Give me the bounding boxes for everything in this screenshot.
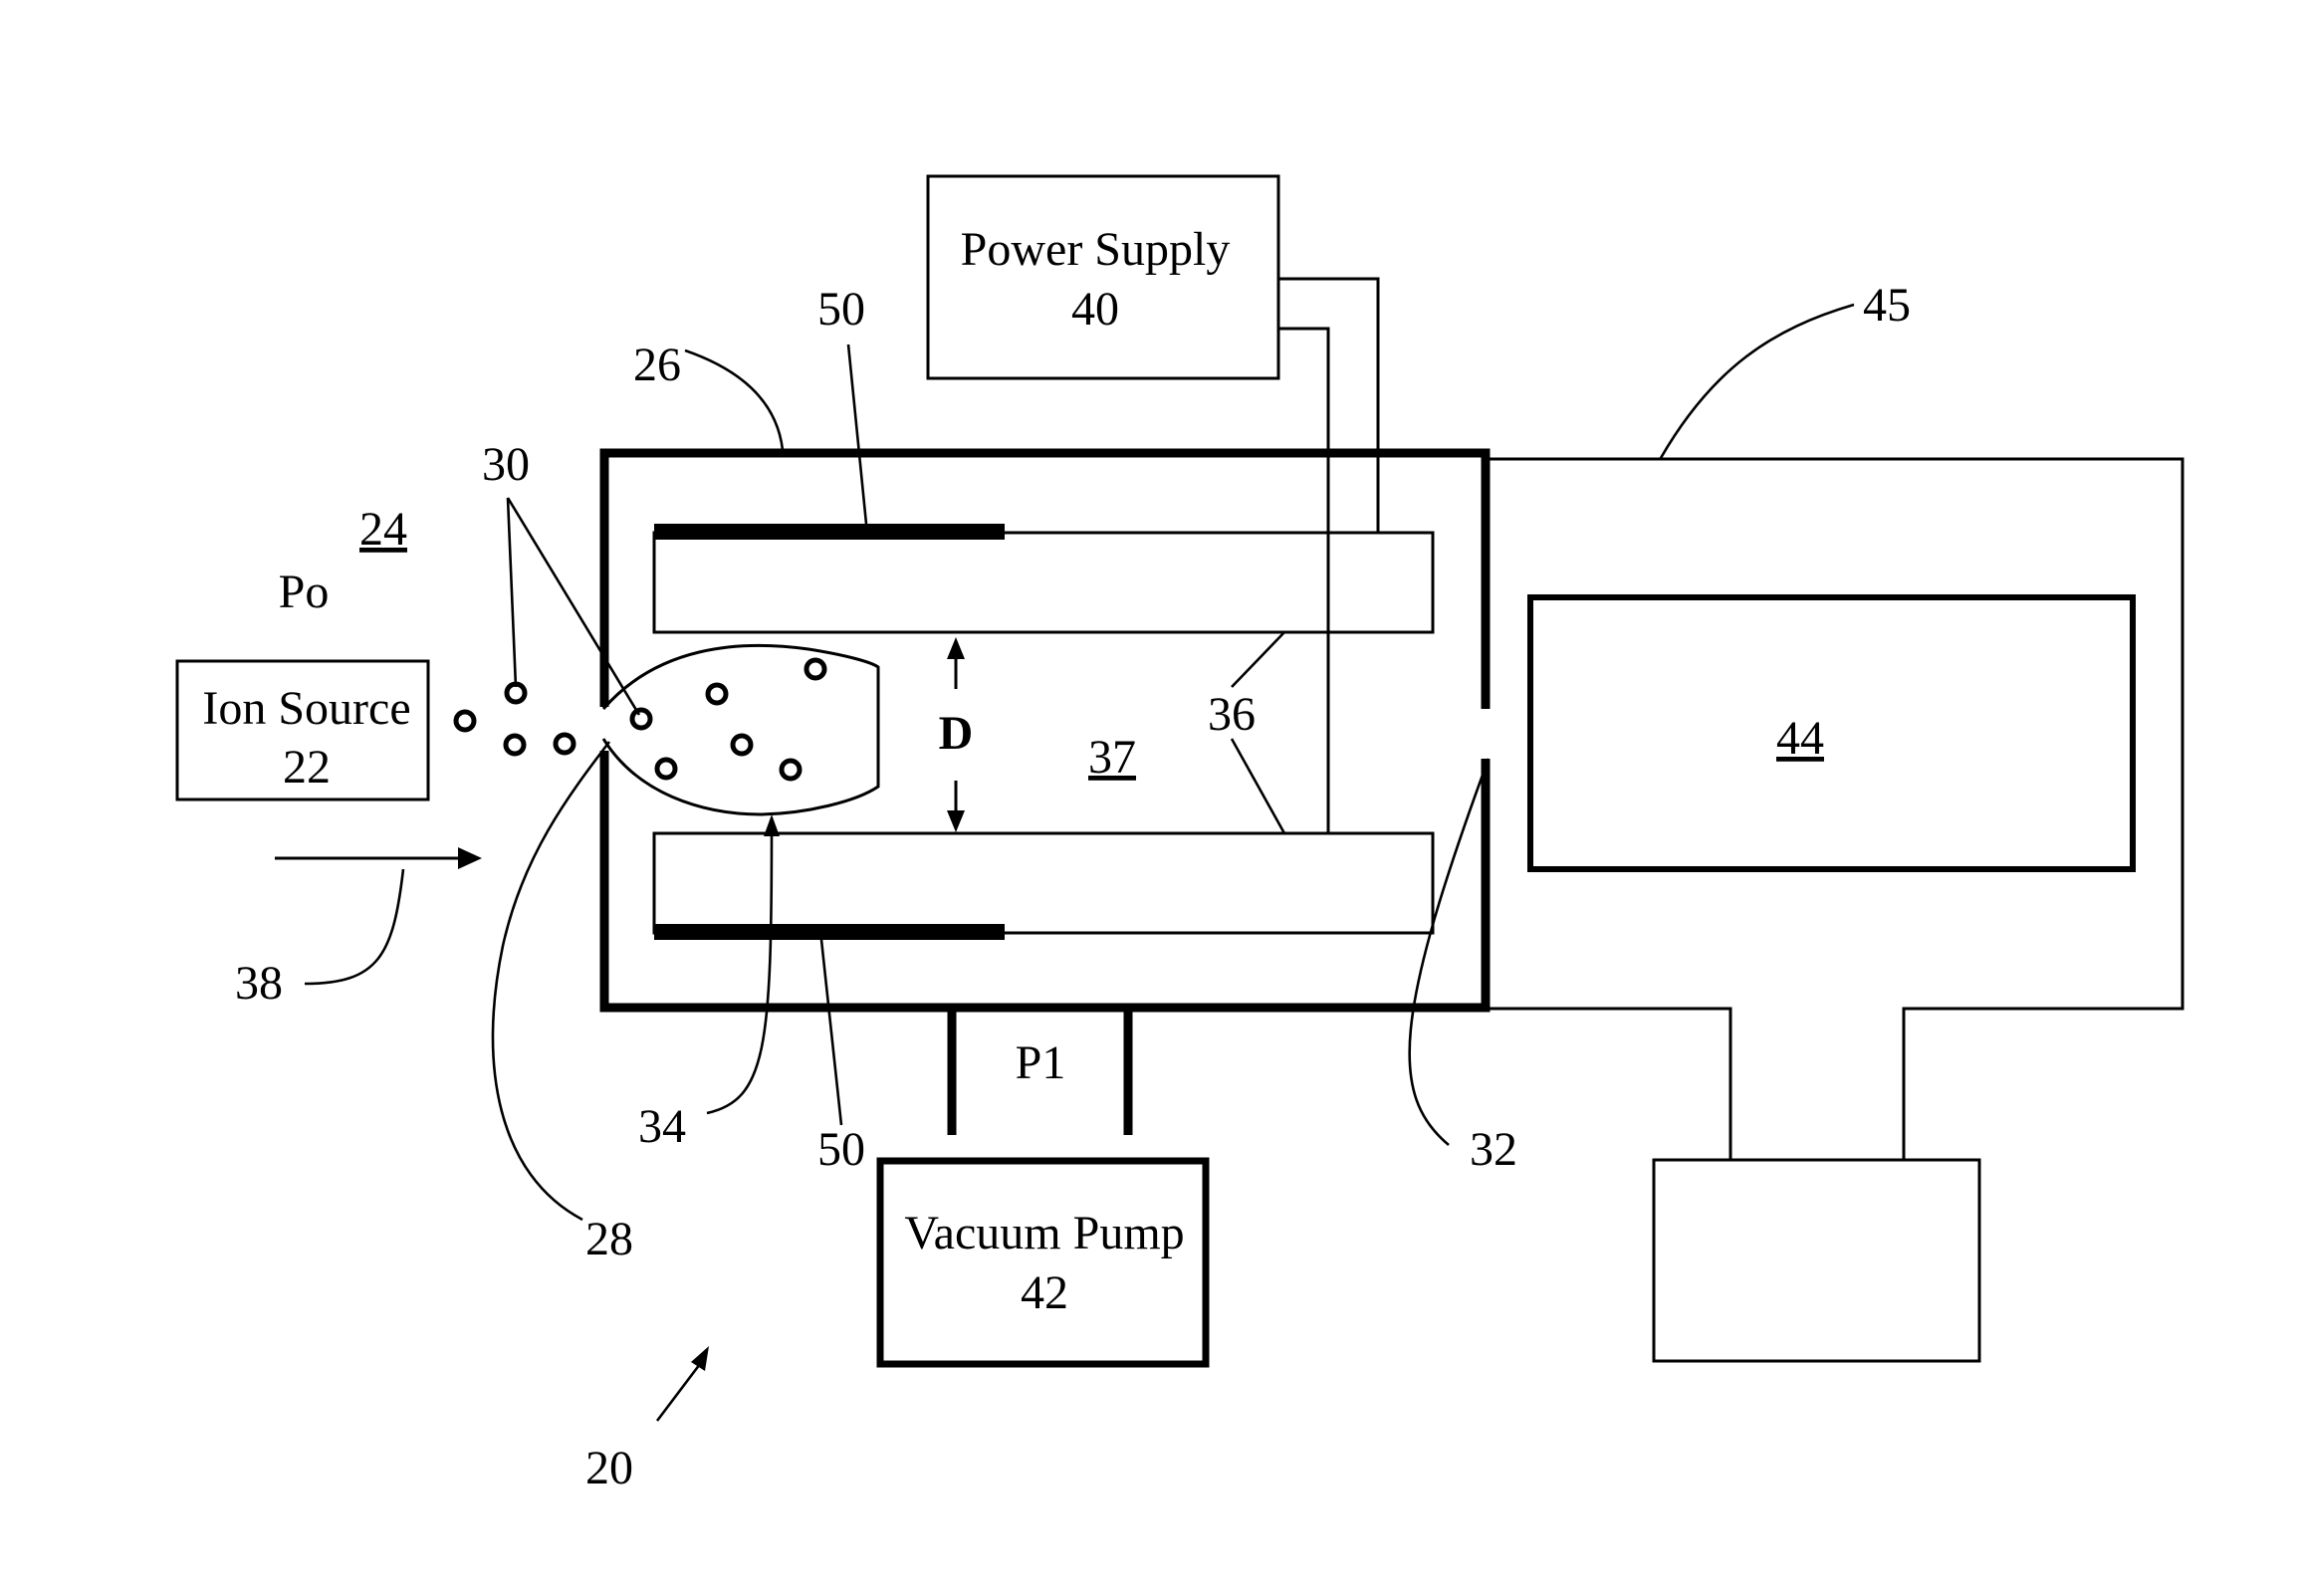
- vacuum-pump-ref: 42: [1021, 1266, 1068, 1319]
- leader-36-upper: [1232, 632, 1284, 687]
- ref-26: 26: [633, 339, 681, 391]
- leader-28: [493, 742, 609, 1220]
- upper-insulator-layer: [654, 524, 1005, 540]
- trap-chamber-wall: [604, 453, 1486, 1135]
- ref-34: 34: [638, 1100, 686, 1153]
- detector-enclosure-wall-bottom-left: [1486, 1009, 1730, 1160]
- pressure-outside-label: Po: [279, 566, 330, 618]
- ion: [456, 712, 474, 730]
- power-lead-lower-plate: [1278, 329, 1328, 833]
- power-supply-title: Power Supply: [961, 223, 1231, 276]
- region-ref-24: 24: [359, 503, 407, 556]
- ion: [556, 735, 574, 753]
- vacuum-pump-box: [880, 1161, 1206, 1364]
- upper-trap-plate: [654, 533, 1433, 632]
- leader-26: [685, 350, 783, 450]
- gap-label: D: [939, 707, 974, 760]
- detector-box: [1530, 597, 2133, 869]
- ion: [632, 710, 650, 728]
- leader-30-b: [508, 498, 639, 715]
- ion: [733, 736, 751, 754]
- ion-source-title: Ion Source: [202, 682, 410, 735]
- detector-enclosure-wall: [1486, 459, 2183, 1160]
- auxiliary-box: [1654, 1160, 1979, 1361]
- pressure-chamber-label: P1: [1016, 1036, 1066, 1089]
- ref-45: 45: [1863, 279, 1911, 332]
- leader-38: [305, 869, 403, 984]
- leader-50-lower: [821, 940, 841, 1125]
- beam-direction-arrowhead: [458, 847, 482, 869]
- trap-region-ref-37: 37: [1088, 731, 1136, 784]
- ref-28: 28: [585, 1213, 633, 1265]
- pointer-20-arrowhead: [691, 1346, 709, 1371]
- leader-32: [1410, 759, 1489, 1145]
- ref-30: 30: [482, 438, 530, 491]
- vacuum-pump-title: Vacuum Pump: [904, 1207, 1184, 1259]
- ref-38: 38: [235, 957, 283, 1010]
- ion: [782, 761, 800, 779]
- ref-36-upper: 36: [1208, 688, 1256, 741]
- power-supply-ref: 40: [1071, 283, 1119, 336]
- ion-source-ref: 22: [283, 741, 331, 794]
- leader-50-upper: [848, 344, 866, 524]
- ref-50-upper: 50: [817, 283, 865, 336]
- detector-ref: 44: [1776, 712, 1824, 765]
- ref-20: 20: [585, 1442, 633, 1494]
- ion: [806, 660, 824, 678]
- exit-aperture: [1481, 709, 1493, 759]
- ion: [657, 760, 675, 778]
- ion-cloud-outline: [603, 645, 878, 814]
- ion: [708, 685, 726, 703]
- ion: [506, 736, 524, 754]
- ref-50-lower: 50: [817, 1123, 865, 1176]
- leader-34-arrowhead: [764, 814, 780, 836]
- leader-45: [1661, 305, 1854, 458]
- leader-36-lower: [1232, 739, 1284, 833]
- pointer-20: [657, 1364, 700, 1421]
- power-supply-box: [928, 176, 1278, 378]
- leader-30-a: [508, 498, 516, 687]
- lower-insulator-layer: [654, 924, 1005, 940]
- ref-32: 32: [1470, 1123, 1517, 1176]
- leader-34: [707, 826, 772, 1113]
